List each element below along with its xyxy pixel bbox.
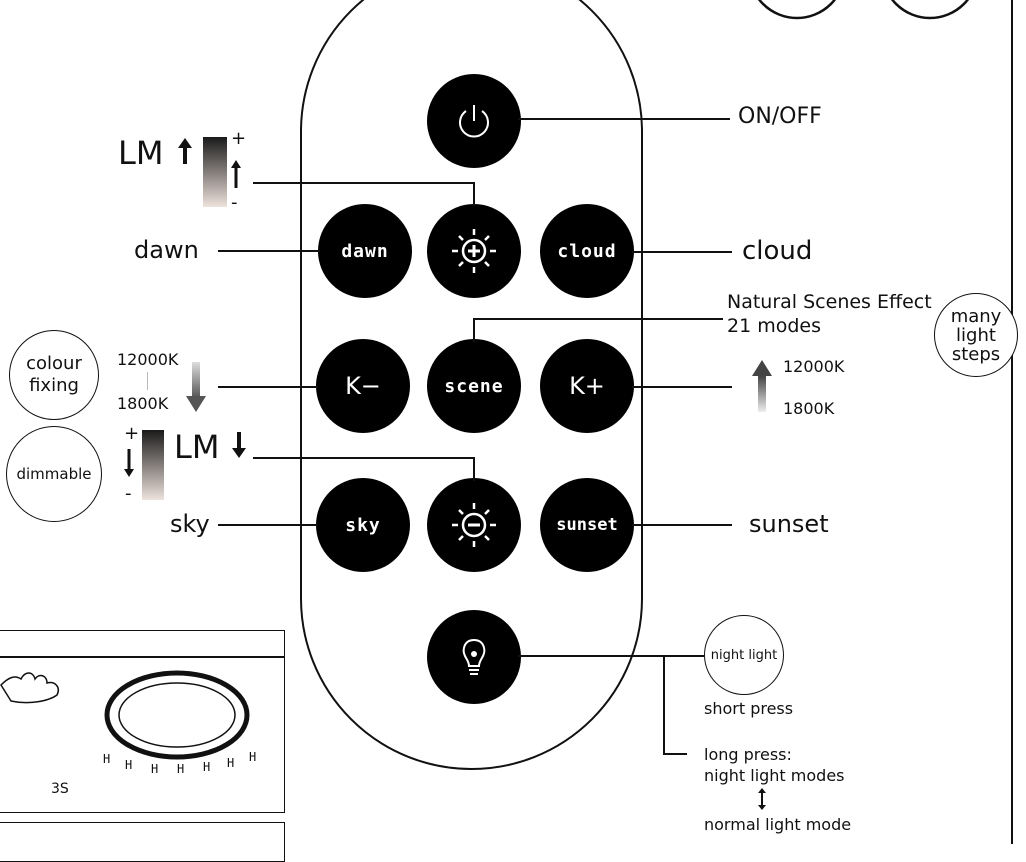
sun-minus-icon — [452, 503, 496, 547]
night-light-label: night light — [710, 647, 778, 663]
plus-sign-dim: + — [124, 423, 140, 444]
dimmable-badge: dimmable — [6, 426, 102, 522]
night-light-badge: night light — [704, 615, 784, 695]
long-press-line-v — [663, 655, 665, 755]
steps-label: steps — [951, 343, 1001, 365]
night-light-button[interactable] — [427, 610, 521, 704]
hand-icon — [0, 672, 59, 704]
k-range-tick — [147, 372, 148, 390]
panel-divider — [0, 656, 284, 658]
dawn-label: dawn — [134, 236, 199, 264]
lm-down-label: LM — [174, 428, 220, 466]
right-border — [1011, 0, 1013, 844]
dawn-button[interactable]: dawn — [318, 204, 412, 298]
svg-text:H: H — [177, 762, 184, 776]
small-arrow-up-icon — [231, 160, 241, 188]
arrow-down-gradient-icon — [186, 362, 206, 412]
cloud-line — [632, 251, 732, 253]
k-minus-button[interactable]: K− — [316, 339, 410, 433]
fixing-label: fixing — [29, 375, 79, 396]
svg-text:H: H — [151, 762, 158, 776]
power-icon — [459, 105, 489, 138]
sky-label: sky — [170, 510, 210, 538]
power-button[interactable] — [427, 74, 521, 168]
long-press-label: long press: — [704, 745, 792, 764]
k-low-right-label: 1800K — [783, 399, 835, 418]
install-panel: H H H H H H H 3S — [0, 630, 285, 813]
dawn-line — [218, 250, 320, 252]
on-off-line — [518, 118, 730, 120]
light-label: light — [956, 324, 996, 346]
scene-line-drop — [473, 318, 475, 342]
install-panel-2 — [0, 822, 285, 862]
arrow-down-icon — [232, 432, 246, 458]
natural-scenes-label: Natural Scenes Effect — [727, 291, 932, 313]
arrow-up-gradient-icon — [752, 360, 772, 412]
lm-up-line — [253, 182, 475, 184]
modes-label: 21 modes — [727, 315, 821, 337]
svg-text:H: H — [203, 760, 210, 774]
scene-line — [473, 318, 723, 320]
cloud-label: cloud — [742, 236, 813, 266]
k-high-label: 12000K — [117, 350, 179, 369]
brightness-up-button[interactable] — [427, 204, 521, 298]
lm-down-line-drop — [473, 457, 475, 481]
lm-up-line-drop — [473, 182, 475, 206]
colour-label: colour — [26, 353, 82, 374]
brightness-down-button[interactable] — [427, 478, 521, 572]
colour-fixing-badge: colour fixing — [9, 330, 99, 420]
sunset-line — [632, 524, 732, 526]
minus-sign-dim: - — [125, 483, 132, 504]
svg-text:H: H — [227, 756, 234, 770]
long-press-line-h — [663, 753, 687, 755]
k-plus-button[interactable]: K+ — [540, 339, 634, 433]
bulb-icon — [462, 638, 486, 675]
svg-text:H: H — [249, 750, 256, 764]
many-light-steps-badge: many light steps — [934, 293, 1018, 377]
minus-sign: - — [231, 192, 238, 213]
k-minus-line — [218, 386, 318, 388]
three-s-label: 3S — [51, 781, 69, 797]
k-plus-line — [632, 386, 732, 388]
arrow-up-icon — [178, 138, 192, 164]
plus-sign: + — [231, 128, 247, 149]
brightness-gradient-up — [203, 137, 227, 207]
normal-light-mode-label: normal light mode — [704, 815, 852, 834]
k-high-right-label: 12000K — [783, 357, 845, 376]
sky-line — [218, 524, 318, 526]
lm-up-label: LM — [118, 134, 164, 172]
small-arrow-down-icon — [124, 449, 134, 477]
night-light-modes-label: night light modes — [704, 766, 845, 785]
cloud-button[interactable]: cloud — [540, 204, 634, 298]
dimmable-label: dimmable — [16, 465, 92, 483]
on-off-label: ON/OFF — [738, 104, 822, 129]
sunset-button[interactable]: sunset — [540, 478, 634, 572]
svg-text:H: H — [125, 758, 132, 772]
scene-button[interactable]: scene — [427, 339, 521, 433]
sun-plus-icon — [452, 229, 496, 273]
sky-button[interactable]: sky — [316, 478, 410, 572]
night-light-line — [518, 655, 704, 657]
brightness-gradient-down — [142, 430, 164, 500]
many-label: many — [950, 305, 1002, 327]
top-icon-circles — [757, 0, 970, 20]
k-low-label: 1800K — [117, 394, 169, 413]
short-press-label: short press — [704, 699, 794, 718]
double-arrow-icon — [758, 788, 766, 810]
svg-text:H: H — [103, 752, 110, 766]
sunset-label: sunset — [749, 510, 829, 538]
lm-down-line — [253, 457, 475, 459]
